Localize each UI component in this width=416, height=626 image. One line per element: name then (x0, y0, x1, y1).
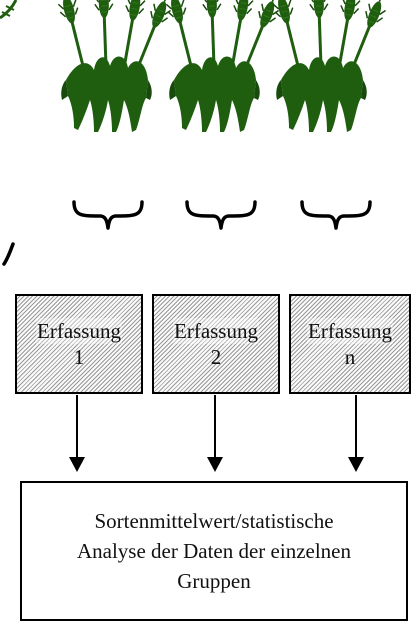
result-line-2: Analyse der Daten der einzelnen (76, 539, 352, 563)
erfassung-box-2-label: Erfassung (173, 318, 259, 344)
cropped-line-icon (2, 242, 15, 266)
down-arrow-icon-1 (69, 395, 85, 472)
wheat-plant-icon-3 (270, 0, 391, 132)
wheat-plant-icon-2 (163, 0, 284, 132)
wheat-plant-icon-1 (55, 0, 176, 132)
curly-brace-icon-2 (185, 200, 257, 230)
down-arrow-icon-2 (207, 395, 223, 472)
erfassung-box-1-number: 1 (73, 345, 85, 369)
erfassung-box-n: Erfassung n (289, 294, 411, 394)
erfassung-box-1: Erfassung 1 (15, 294, 143, 394)
result-line-3: Gruppen (177, 569, 251, 593)
erfassung-box-1-label: Erfassung (36, 318, 122, 344)
partial-plant-icon (0, 0, 18, 20)
curly-brace-icon-1 (72, 200, 144, 230)
erfassung-box-n-number: n (344, 345, 356, 369)
erfassung-box-2: Erfassung 2 (152, 294, 280, 394)
erfassung-box-2-number: 2 (210, 345, 222, 369)
result-box: Sortenmittelwert/statistische Analyse de… (20, 481, 408, 621)
curly-brace-icon-3 (300, 200, 372, 230)
erfassung-box-n-label: Erfassung (307, 318, 393, 344)
result-line-1: Sortenmittelwert/statistische (94, 509, 334, 533)
down-arrow-icon-3 (348, 395, 364, 472)
